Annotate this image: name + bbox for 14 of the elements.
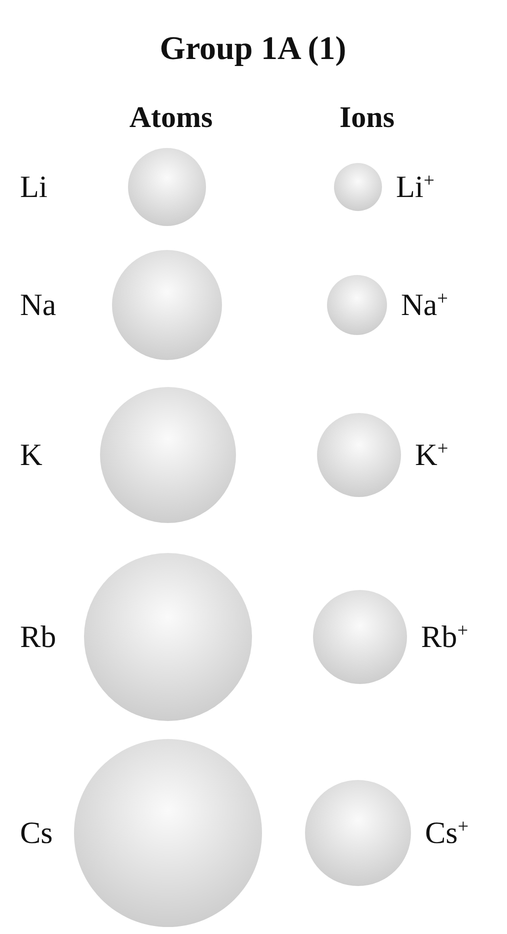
title: Group 1A (1): [160, 33, 346, 66]
element-symbol: Rb: [20, 621, 56, 652]
element-symbol: Cs: [20, 817, 53, 848]
column-heading: Atoms: [129, 103, 213, 133]
element-symbol: Na: [20, 289, 56, 320]
element-symbol: K$^{+}$: [415, 439, 448, 470]
element-symbol: Li$^{+}$: [396, 171, 434, 202]
element-symbol: Cs$^{+}$: [425, 817, 469, 848]
element-symbol: K: [20, 439, 42, 470]
element-symbol: Rb$^{+}$: [421, 621, 468, 652]
element-symbol: Na$^{+}$: [401, 289, 448, 320]
column-heading: Ions: [339, 103, 395, 133]
element-symbol: Li: [20, 171, 48, 202]
sphere: [334, 163, 382, 211]
